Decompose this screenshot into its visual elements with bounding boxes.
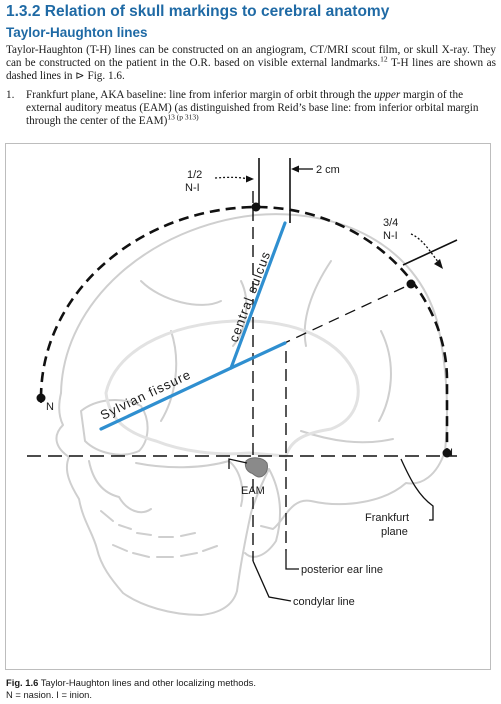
skull-diagram: 1/2 N-I 2 cm 3/4 N-I central sulcus Sylv…	[27, 158, 458, 616]
three-quarter-arrowhead-icon	[434, 259, 443, 269]
caption-text: Taylor-Haughton lines and other localizi…	[38, 677, 256, 688]
cortical-landmarks	[99, 221, 287, 431]
half-arrow	[214, 176, 248, 180]
list-text: Frankfurt plane, AKA baseline: line from…	[26, 89, 496, 129]
condylar-pointer	[252, 560, 292, 602]
list-number: 1.	[6, 89, 15, 101]
nasion-inion-arc	[39, 205, 449, 449]
label-frankfurt-line1: Frankfurt	[365, 512, 409, 524]
three-quarter-arrow	[410, 233, 440, 264]
eam-shape	[244, 457, 268, 478]
label-half-ni: N-I	[185, 182, 200, 194]
two-cm-arrowhead-icon	[291, 165, 299, 173]
eam-pointer	[228, 458, 248, 469]
caption-line2: N = nasion. I = inion.	[6, 689, 92, 700]
label-two-cm: 2 cm	[316, 164, 340, 176]
intro-text-2: T-H lines are shown as dashed lines in	[6, 57, 496, 83]
arrowheads	[246, 165, 443, 269]
figure-panel: 1/2 N-I 2 cm 3/4 N-I central sulcus Sylv…	[5, 143, 491, 670]
three-quarter-point	[406, 279, 416, 289]
label-three-quarter-fraction: 3/4	[383, 217, 398, 229]
central-sulcus-line	[229, 221, 287, 370]
list-text-part1: Frankfurt plane, AKA baseline: line from…	[26, 89, 375, 101]
figure-caption: Fig. 1.6 Taylor-Haughton lines and other…	[6, 677, 256, 701]
arrows	[214, 168, 440, 602]
three-quarter-tick	[402, 239, 458, 266]
landmark-points	[36, 202, 452, 458]
frankfurt-pointer	[400, 458, 434, 521]
figure-link[interactable]: Fig. 1.6.	[84, 70, 125, 83]
label-inion: I	[450, 447, 453, 459]
vertex-half-point	[251, 202, 261, 212]
reference-13[interactable]: 13 (p 313)	[167, 112, 199, 122]
skull-outline	[55, 213, 448, 616]
figure-arrow-icon: ⊳	[75, 70, 85, 83]
intro-paragraph: Taylor-Haughton (T-H) lines can be const…	[6, 44, 496, 84]
label-eam: EAM	[241, 485, 265, 497]
subsection-heading: Taylor-Haughton lines	[6, 25, 148, 40]
list-text-part2: margin of the external auditory meatus (…	[26, 89, 479, 128]
th-dashed-lines	[27, 191, 457, 561]
sylvian-fissure-extension	[229, 341, 287, 370]
sylvian-fissure-line	[99, 366, 233, 431]
list-item-frankfurt: 1. Frankfurt plane, AKA baseline: line f…	[6, 89, 496, 129]
list-emphasis: upper	[374, 89, 401, 101]
label-three-quarter-ni: N-I	[383, 230, 398, 242]
label-nasion: N	[46, 401, 54, 413]
section-heading: 1.3.2 Relation of skull markings to cere…	[6, 3, 390, 20]
intro-text: Taylor-Haughton (T-H) lines can be const…	[6, 44, 496, 70]
label-frankfurt-line2: plane	[381, 526, 408, 538]
caption-label: Fig. 1.6	[6, 677, 39, 688]
nasion-point	[36, 393, 46, 403]
label-posterior-ear-line: posterior ear line	[301, 564, 383, 576]
posterior-ear-pointer	[285, 551, 299, 570]
reference-12[interactable]: 12	[380, 54, 388, 64]
three-quarter-line	[230, 283, 412, 369]
label-half-fraction: 1/2	[187, 169, 202, 181]
label-condylar-line: condylar line	[293, 596, 355, 608]
inion-point	[442, 448, 452, 458]
brain-outline	[104, 319, 360, 458]
half-arrowhead-icon	[246, 175, 254, 183]
label-central-sulcus: central sulcus	[226, 249, 274, 344]
